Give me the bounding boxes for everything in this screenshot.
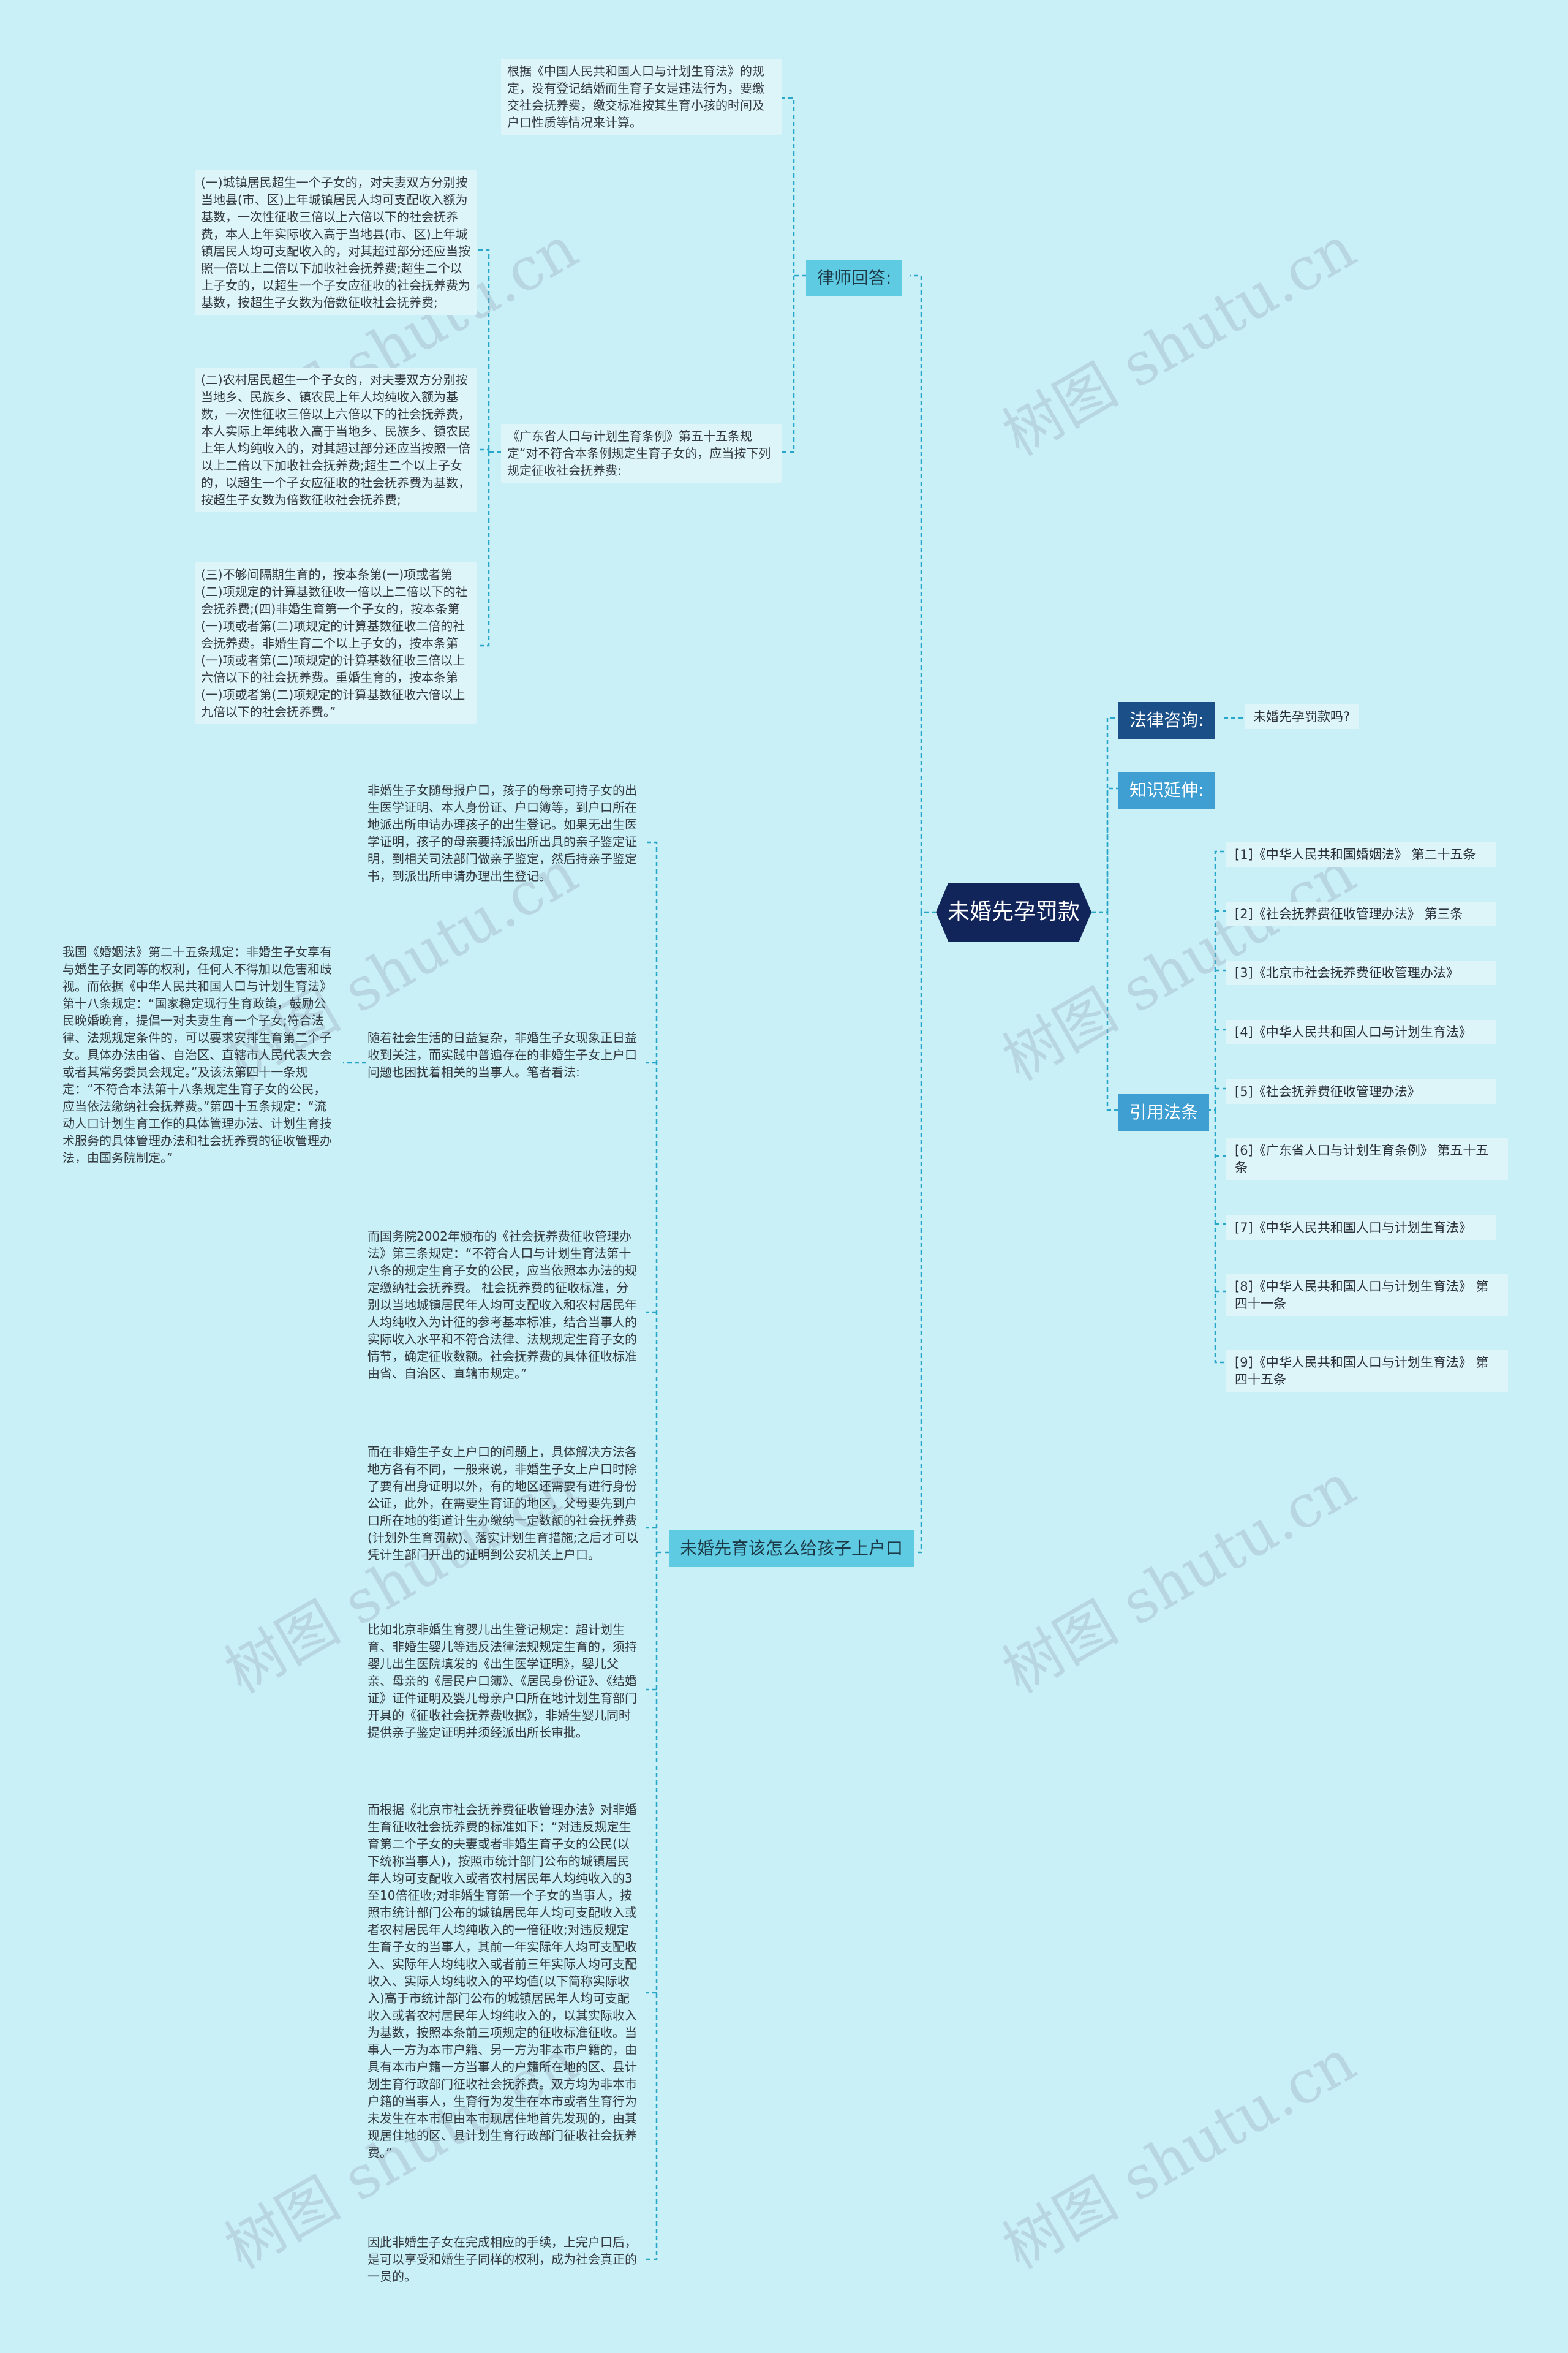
ref-item[interactable]: [6]《广东省人口与计划生育条例》 第五十五条 [1226, 1138, 1508, 1180]
lawyer-item-rural: (二)农村居民超生一个子女的，对夫妻双方分别按当地乡、民族乡、镇农民上年人均纯收… [195, 368, 477, 512]
ref-item[interactable]: [8]《中华人民共和国人口与计划生育法》 第四十一条 [1226, 1274, 1508, 1316]
consult-question[interactable]: 未婚先孕罚款吗? [1245, 704, 1359, 729]
hukou-paragraph: 因此非婚生子女在完成相应的手续，上完户口后，是可以享受和婚生子同样的权利，成为社… [368, 2235, 637, 2284]
lawyer-intro: 根据《中国人民共和国人口与计划生育法》的规定，没有登记结婚而生育子女是违法行为，… [501, 59, 782, 135]
lawyer-item-urban: (一)城镇居民超生一个子女的，对夫妻双方分别按当地县(市、区)上年城镇居民人均可… [195, 170, 477, 315]
branch-cited-laws[interactable]: 引用法条 [1118, 1094, 1210, 1131]
branch-legal-consult[interactable]: 法律咨询: [1118, 702, 1215, 739]
ref-item[interactable]: [4]《中华人民共和国人口与计划生育法》 [1226, 1020, 1496, 1044]
ref-item[interactable]: [3]《北京市社会抚养费征收管理办法》 [1226, 961, 1496, 985]
hukou-paragraph: 而国务院2002年颁布的《社会抚养费征收管理办法》第三条规定：“不符合人口与计划… [368, 1229, 637, 1381]
ref-item[interactable]: [7]《中华人民共和国人口与计划生育法》 [1226, 1215, 1496, 1240]
ref-item[interactable]: [1]《中华人民共和国婚姻法》 第二十五条 [1226, 842, 1496, 867]
branch-lawyer-answer[interactable]: 律师回答: [806, 260, 903, 296]
hukou-paragraph: 非婚生子女随母报户口，孩子的母亲可持子女的出生医学证明、本人身份证、户口簿等，到… [368, 783, 637, 883]
hukou-paragraph: 随着社会生活的日益复杂，非婚生子女现象正日益收到关注，而实践中普遍存在的非婚生子… [368, 1030, 637, 1079]
root-node[interactable]: 未婚先孕罚款 [936, 883, 1091, 942]
ref-item[interactable]: [2]《社会抚养费征收管理办法》 第三条 [1226, 902, 1496, 926]
ref-item[interactable]: [9]《中华人民共和国人口与计划生育法》 第四十五条 [1226, 1350, 1508, 1392]
branch-knowledge-extend[interactable]: 知识延伸: [1118, 772, 1215, 809]
hukou-paragraph: 而在非婚生子女上户口的问题上，具体解决方法各地方各有不同，一般来说，非婚生子女上… [368, 1445, 639, 1562]
branch-hukou-registration[interactable]: 未婚先育该怎么给孩子上户口 [669, 1530, 914, 1567]
lawyer-item-interval: (三)不够间隔期生育的，按本条第(一)项或者第(二)项规定的计算基数征收一倍以上… [195, 562, 477, 724]
lawyer-regulation: 《广东省人口与计划生育条例》第五十五条规定“对不符合本条例规定生育子女的，应当按… [501, 424, 782, 483]
hukou-paragraph: 而根据《北京市社会抚养费征收管理办法》对非婚生育征收社会抚养费的标准如下：“对违… [368, 1802, 637, 2160]
hukou-side-note: 我国《婚姻法》第二十五条规定：非婚生子女享有与婚生子女同等的权利，任何人不得加以… [62, 945, 332, 1165]
ref-item[interactable]: [5]《社会抚养费征收管理办法》 [1226, 1079, 1496, 1104]
hukou-paragraph: 比如北京非婚生育婴儿出生登记规定：超计划生育、非婚生婴儿等违反法律法规规定生育的… [368, 1622, 637, 1740]
